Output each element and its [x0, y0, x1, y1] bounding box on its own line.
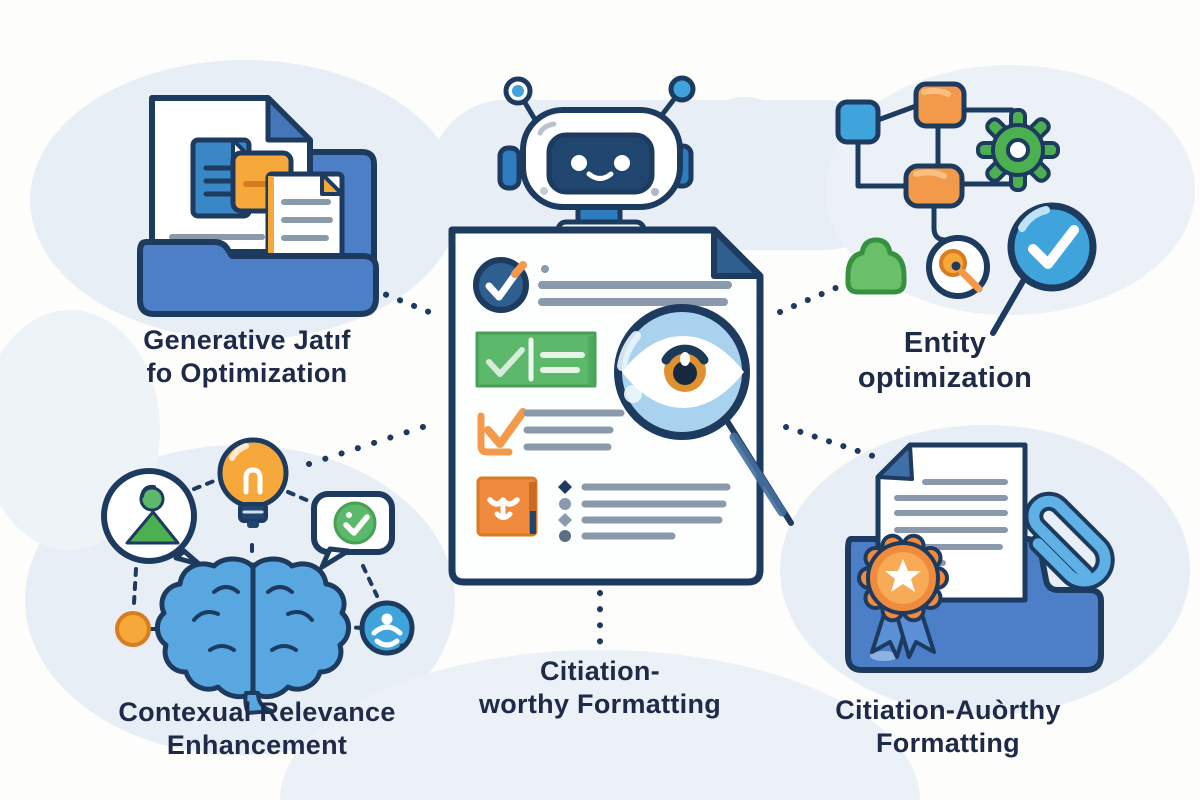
label-citation-authority: Citiation-Auòrthy Formatting — [835, 694, 1061, 760]
chat-check-icon — [311, 491, 395, 570]
ribbon-badge-icon — [857, 533, 949, 659]
dotted-connectors — [306, 284, 879, 653]
eye-magnifier-icon — [614, 304, 794, 526]
label-citation-authority-line1: Citiation-Auòrthy — [835, 695, 1061, 725]
label-generative-line1: Generative Jatıf — [143, 325, 351, 355]
label-generative-optimization: Generative Jatıf fo Optimization — [143, 324, 350, 390]
target-search-icon — [926, 235, 990, 299]
green-blob-icon — [845, 237, 907, 295]
user-circle-icon — [359, 600, 415, 656]
label-citation-worthy: Citiation- worthy Formatting — [479, 655, 721, 721]
brain-icon — [155, 556, 351, 715]
label-citation-worthy-line1: Citiation- — [540, 656, 660, 686]
label-contextual-line1: Contexual Relevance — [118, 697, 396, 727]
label-citation-worthy-line2: worthy Formatting — [478, 688, 722, 719]
label-contextual-line2: Enhancement — [166, 729, 348, 760]
documents-folder-icon — [137, 95, 379, 317]
check-magnifier-icon — [990, 202, 1097, 336]
label-entity-optimization: Entity optimization — [858, 326, 1032, 397]
paperclip-icon — [1024, 491, 1115, 591]
label-entity-line2: optimization — [857, 362, 1033, 395]
lightbulb-icon — [217, 437, 289, 528]
label-entity-line1: Entity — [903, 327, 987, 359]
label-contextual-relevance: Contexual Relevance Enhancement — [118, 696, 395, 762]
label-citation-authority-line2: Formatting — [875, 727, 1020, 758]
label-generative-line2: fo Optimization — [146, 357, 348, 388]
orange-node-icon — [115, 611, 151, 647]
gear-icon — [976, 108, 1060, 192]
cluster-dashes — [132, 477, 379, 631]
person-bubble-icon — [101, 468, 202, 567]
flowchart-icon — [835, 81, 1015, 243]
